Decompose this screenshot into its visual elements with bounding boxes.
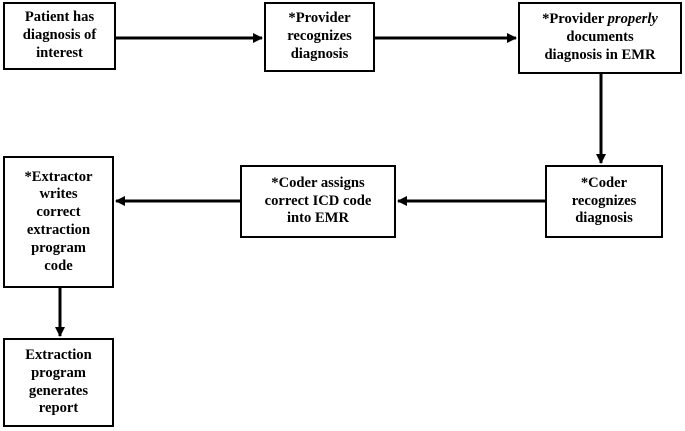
node-text-line: correct: [36, 204, 81, 221]
node-text-line: diagnosis: [575, 210, 633, 227]
node-text-emphasis: properly: [607, 11, 658, 28]
node-coder-assigns-icd: *Coder assigns correct ICD code into EMR: [240, 165, 396, 238]
node-coder-recognizes: *Coder recognizes diagnosis: [545, 165, 663, 238]
node-text-line: into EMR: [286, 210, 349, 227]
node-text-line: diagnosis in EMR: [544, 46, 656, 63]
node-text-line: *Coder: [580, 174, 628, 191]
node-text-line: Extraction: [25, 346, 92, 363]
node-text-line: report: [38, 400, 79, 417]
node-text-line: correct ICD code: [264, 192, 372, 209]
node-text-line: *Provider: [288, 10, 351, 27]
node-text-line: diagnosis of: [22, 27, 97, 44]
node-text-prefix: *Provider: [542, 11, 608, 28]
node-text-line: program: [31, 239, 86, 256]
node-text-line: writes: [39, 186, 78, 203]
node-text-line: *Coder assigns: [271, 174, 365, 191]
node-provider-recognizes: *Provider recognizes diagnosis: [264, 2, 375, 72]
node-patient-has-diagnosis: Patient has diagnosis of interest: [3, 2, 116, 70]
node-text-line: diagnosis: [290, 45, 349, 62]
node-text-line: recognizes: [571, 192, 637, 209]
node-text-line: recognizes: [287, 28, 352, 45]
node-extraction-report: Extraction program generates report: [3, 338, 114, 427]
node-text-line: documents: [566, 29, 634, 46]
node-text-line: code: [44, 257, 73, 274]
node-provider-documents: *Provider properly documents diagnosis i…: [518, 2, 682, 74]
node-text-line: *Provider properly: [542, 11, 658, 29]
node-text-line: generates: [28, 382, 89, 399]
node-text-line: extraction: [26, 222, 91, 238]
node-extractor-writes-code: *Extractor writes correct extraction pro…: [3, 156, 114, 288]
node-text-line: *Extractor: [24, 168, 93, 185]
node-text-line: interest: [36, 44, 83, 61]
node-text-line: Patient has: [24, 9, 95, 26]
node-text-line: program: [31, 364, 86, 381]
